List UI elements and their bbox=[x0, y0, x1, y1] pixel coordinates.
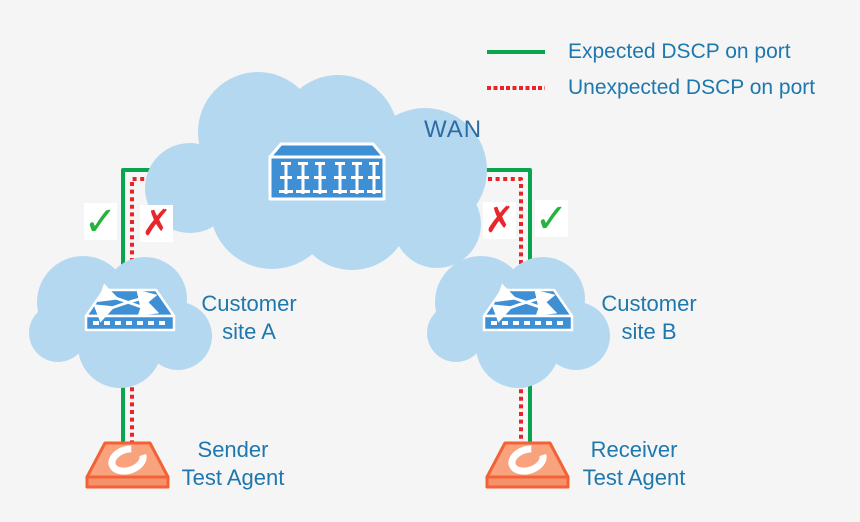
sender-label: Sender Test Agent bbox=[182, 436, 285, 492]
agent-logo bbox=[108, 445, 147, 475]
x-mark-right: ✗ bbox=[483, 200, 516, 241]
legend-item-expected: Expected DSCP on port bbox=[487, 37, 815, 67]
site-a-label-line1: Customer bbox=[201, 291, 297, 316]
receiver-label: Receiver Test Agent bbox=[583, 436, 686, 492]
site-a-label: Customer site A bbox=[201, 290, 296, 346]
receiver-label-line1: Receiver bbox=[590, 437, 678, 462]
receiver-label-line2: Test Agent bbox=[582, 465, 686, 490]
site-b-label: Customer site B bbox=[601, 290, 696, 346]
site-a-switch-icon bbox=[84, 283, 176, 332]
site-b-label-line1: Customer bbox=[601, 291, 697, 316]
site-b-label-line2: site B bbox=[621, 319, 677, 344]
legend-label-expected: Expected DSCP on port bbox=[568, 40, 791, 63]
unexpected-line-swatch bbox=[487, 86, 545, 90]
legend-item-unexpected: Unexpected DSCP on port bbox=[487, 73, 815, 103]
receiver-test-agent-icon bbox=[485, 441, 570, 489]
sender-label-line2: Test Agent bbox=[181, 465, 285, 490]
site-a-label-line2: site A bbox=[222, 319, 276, 344]
agent-logo bbox=[508, 445, 547, 475]
x-mark-left: ✗ bbox=[140, 203, 173, 244]
expected-line-swatch bbox=[487, 50, 545, 54]
site-b-switch-icon bbox=[482, 283, 574, 332]
check-mark-left: ✓ bbox=[83, 198, 118, 245]
sender-label-line1: Sender bbox=[197, 437, 269, 462]
wan-router-icon bbox=[268, 142, 386, 201]
legend: Expected DSCP on port Unexpected DSCP on… bbox=[487, 37, 815, 109]
check-mark-right: ✓ bbox=[534, 195, 569, 242]
wan-label: WAN bbox=[424, 116, 483, 143]
legend-label-unexpected: Unexpected DSCP on port bbox=[568, 76, 816, 99]
sender-test-agent-icon bbox=[85, 441, 170, 489]
